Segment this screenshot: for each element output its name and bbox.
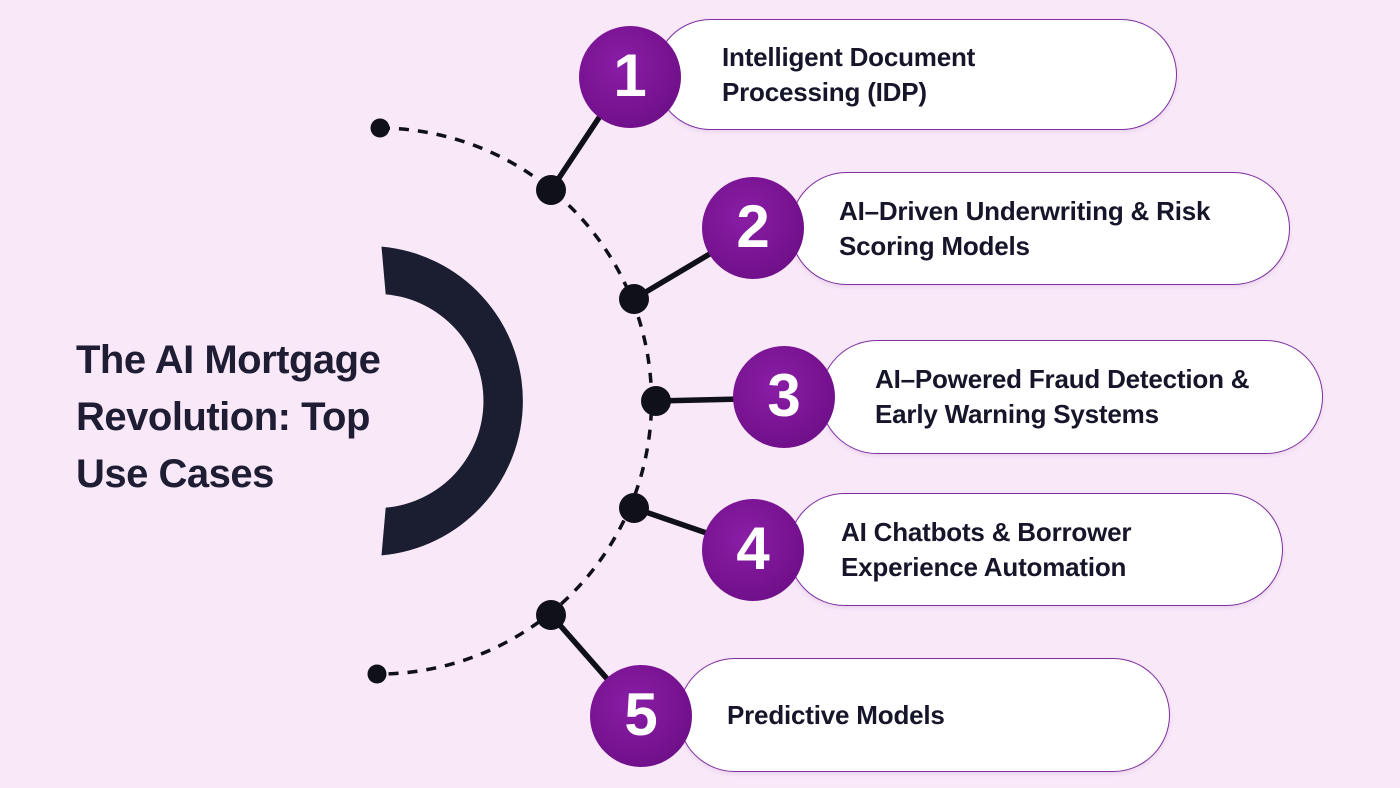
use-case-label-4: AI Chatbots & Borrower Experience Automa… (841, 516, 1132, 582)
node-dot-1 (536, 175, 566, 205)
page-title: The AI Mortgage Revolution: Top Use Case… (76, 338, 381, 496)
use-case-pill-1: Intelligent Document Processing (IDP) (655, 19, 1177, 130)
arc-end-dot-bottom (367, 664, 387, 684)
step-number-4: 4 (736, 515, 770, 582)
use-case-pill-5: Predictive Models (678, 658, 1170, 772)
use-case-label-5: Predictive Models (727, 699, 945, 730)
use-case-label-2: AI–Driven Underwriting & Risk Scoring Mo… (839, 195, 1211, 261)
node-dot-5 (536, 600, 566, 630)
step-badge-2: 2 (702, 177, 804, 279)
step-number-5: 5 (624, 681, 658, 748)
half-ring-shape (381, 246, 523, 556)
step-badge-3: 3 (733, 346, 835, 448)
use-case-label-3: AI–Powered Fraud Detection & Early Warni… (875, 364, 1250, 429)
use-case-pill-3: AI–Powered Fraud Detection & Early Warni… (820, 340, 1323, 454)
use-case-pill-4: AI Chatbots & Borrower Experience Automa… (788, 493, 1283, 606)
step-badge-1: 1 (579, 26, 681, 128)
step-number-1: 1 (613, 42, 647, 109)
step-number-3: 3 (767, 362, 801, 429)
node-dots (536, 175, 671, 630)
use-case-pill-2: AI–Driven Underwriting & Risk Scoring Mo… (790, 172, 1290, 285)
step-badge-4: 4 (702, 499, 804, 601)
step-number-2: 2 (736, 193, 770, 260)
arc-end-dot-top (370, 118, 390, 138)
node-dot-3 (641, 386, 671, 416)
dashed-arc (376, 126, 654, 676)
use-case-label-1: Intelligent Document Processing (IDP) (722, 41, 976, 107)
step-badge-5: 5 (590, 665, 692, 767)
node-dot-4 (619, 493, 649, 523)
node-dot-2 (619, 284, 649, 314)
